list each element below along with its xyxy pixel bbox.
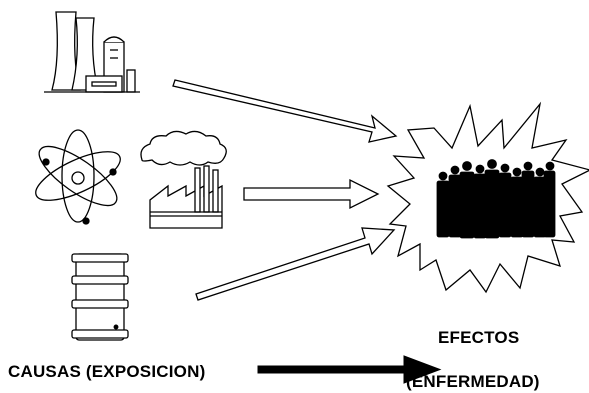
arrow-middle (243, 178, 380, 210)
arrow-top (172, 79, 398, 143)
exposure-arrow (257, 355, 442, 384)
power-plant-icon (44, 11, 140, 93)
factory-smoke-icon (140, 130, 227, 229)
crowd-silhouette-icon (436, 159, 556, 239)
barrel-icon (71, 253, 129, 341)
arrow-bottom (195, 227, 396, 301)
causes-label: CAUSAS (EXPOSICION) (8, 362, 206, 381)
atom-icon (35, 129, 121, 225)
disease-label: (ENFERMEDAD) (406, 372, 540, 391)
effects-label: EFECTOS (438, 328, 520, 347)
